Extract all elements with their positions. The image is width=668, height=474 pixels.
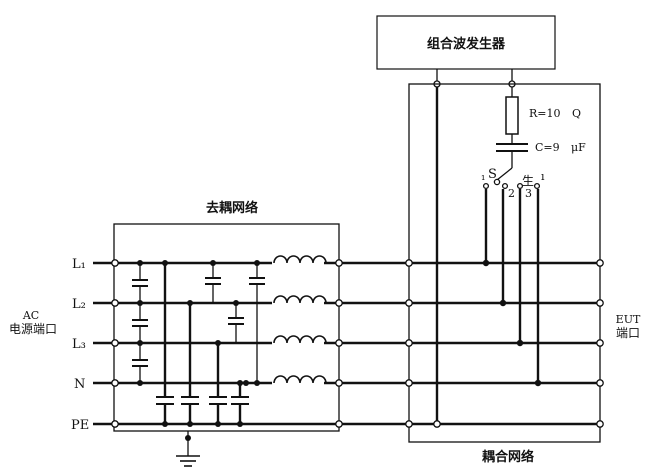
switch-contact-4: [533, 182, 541, 190]
inductor-coils: [272, 252, 327, 386]
switch-mark-ping: 生: [522, 174, 534, 188]
eut-port-label: 端口: [616, 326, 640, 340]
switch-contact-1: [482, 182, 490, 190]
switch-pos-2-label: 2: [508, 187, 515, 200]
resistor: [505, 96, 519, 135]
line-pe-label: PE: [71, 418, 89, 433]
switch-label: S: [488, 167, 497, 182]
switch-contact-2: [501, 182, 509, 190]
resistor-label: R=10: [529, 107, 561, 120]
switch-mark-1: ₁: [481, 170, 485, 183]
line-l3-label: L₃: [72, 337, 86, 352]
coupling-network-label: 耦合网络: [482, 449, 534, 465]
resistor-unit-label: Q: [572, 107, 581, 120]
line-n-label: N: [74, 377, 85, 392]
capacitor-unit-label: μF: [571, 141, 586, 154]
switch-pivot: [493, 178, 501, 186]
generator-label: 组合波发生器: [427, 36, 506, 52]
decoupling-network-box: [113, 223, 340, 432]
eut-label: EUT: [616, 313, 641, 326]
capacitor-label: C=9: [535, 141, 560, 154]
switch-contact-3: [516, 182, 524, 190]
decoupling-network-label: 去耦网络: [206, 200, 258, 216]
generator-box: [376, 15, 556, 70]
ac-port-label: 电源端口: [9, 322, 57, 336]
line-to-pe-capacitors: [156, 260, 249, 427]
line-terminals: [111, 259, 604, 428]
cross-line-capacitors: [205, 260, 265, 386]
ac-label: AC: [22, 309, 39, 322]
line-l1-label: L₁: [72, 257, 86, 272]
ground-symbol: [176, 431, 200, 467]
switch-pos-3-label: 3: [525, 187, 532, 200]
line-l2-label: L₂: [72, 297, 86, 312]
switch-tick: ı: [541, 170, 545, 183]
line-to-line-capacitors: [132, 260, 148, 386]
